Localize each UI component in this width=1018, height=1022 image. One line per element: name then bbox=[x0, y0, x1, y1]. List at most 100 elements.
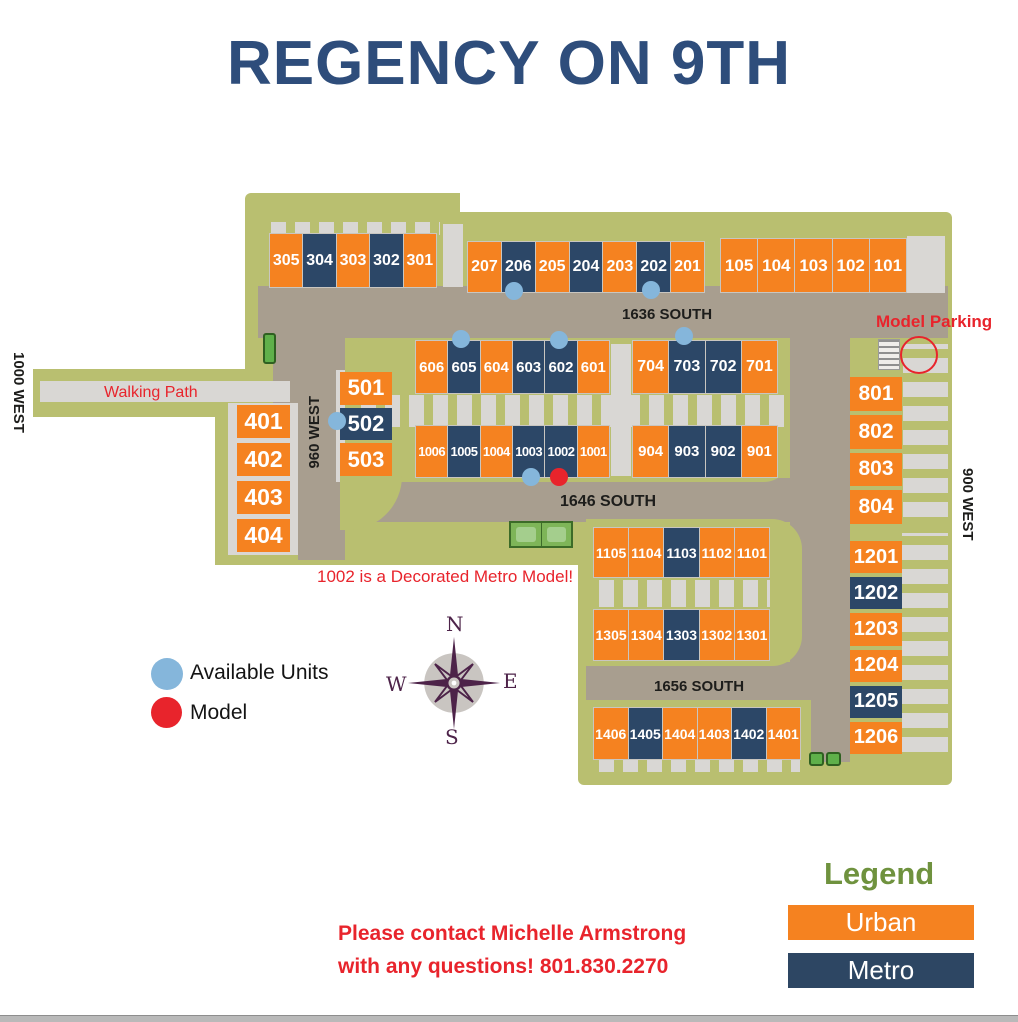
garage-stall-2 bbox=[542, 523, 572, 546]
car-icon-960-west bbox=[263, 333, 276, 364]
street-label-1656-south: 1656 SOUTH bbox=[654, 678, 745, 695]
unit-1001: 1001 bbox=[577, 426, 609, 477]
street-label-900-west: 900 WEST bbox=[959, 468, 976, 541]
unit-1104: 1104 bbox=[629, 528, 664, 577]
unit-503: 503 bbox=[340, 443, 392, 477]
available-units-key-label: Available Units bbox=[190, 661, 329, 684]
available-units-key-dot bbox=[151, 658, 183, 690]
compass-w-label: W bbox=[386, 672, 407, 696]
unit-105: 105 bbox=[721, 239, 758, 292]
unit-1004: 1004 bbox=[480, 426, 512, 477]
unit-1401: 1401 bbox=[766, 708, 800, 759]
unit-402: 402 bbox=[237, 443, 290, 476]
unit-802: 802 bbox=[850, 414, 902, 449]
unit-1403: 1403 bbox=[697, 708, 731, 759]
unit-901: 901 bbox=[741, 426, 777, 477]
unit-803: 803 bbox=[850, 452, 902, 487]
unit-103: 103 bbox=[795, 239, 832, 292]
compass-e-label: E bbox=[503, 669, 518, 693]
unit-603: 603 bbox=[512, 341, 545, 393]
unit-804: 804 bbox=[850, 490, 902, 524]
legend-metro-bar: Metro bbox=[788, 953, 974, 988]
margin-right-of-100 bbox=[907, 236, 945, 293]
unit-701: 701 bbox=[741, 341, 777, 393]
contact-line-1: Please contact Michelle Armstrong bbox=[338, 922, 687, 945]
parking-strip-300 bbox=[262, 222, 440, 235]
available-unit-dot-502 bbox=[328, 412, 346, 430]
unit-1102: 1102 bbox=[699, 528, 734, 577]
unit-401: 401 bbox=[237, 405, 290, 438]
model-parking-circle bbox=[900, 336, 938, 374]
available-unit-dot-602 bbox=[550, 331, 568, 349]
unit-1304: 1304 bbox=[629, 610, 664, 660]
car-icon-southeast-2 bbox=[826, 752, 841, 766]
unit-502: 502 bbox=[340, 407, 392, 441]
unit-1303: 1303 bbox=[664, 610, 699, 660]
legend-urban-bar: Urban bbox=[788, 905, 974, 940]
lane-between-300-200 bbox=[443, 224, 463, 287]
unit-203: 203 bbox=[603, 242, 637, 292]
parking-1100-1300 bbox=[590, 580, 770, 607]
unit-702: 702 bbox=[705, 341, 741, 393]
unit-704: 704 bbox=[633, 341, 669, 393]
unit-606: 606 bbox=[416, 341, 448, 393]
walking-path-label: Walking Path bbox=[104, 384, 198, 401]
unit-1404: 1404 bbox=[663, 708, 697, 759]
unit-301: 301 bbox=[403, 234, 437, 287]
compass-rose: N E S W bbox=[385, 612, 525, 752]
unit-101: 101 bbox=[869, 239, 907, 292]
unit-404: 404 bbox=[237, 519, 290, 552]
unit-1301: 1301 bbox=[734, 610, 770, 660]
street-label-1636-south: 1636 SOUTH bbox=[622, 306, 713, 323]
model-parking-label: Model Parking bbox=[876, 312, 993, 331]
unit-602: 602 bbox=[545, 341, 577, 393]
street-label-1646-south: 1646 SOUTH bbox=[560, 493, 657, 510]
garage-structure bbox=[509, 521, 573, 548]
unit-1402: 1402 bbox=[732, 708, 766, 759]
parking-right-of-1200 bbox=[902, 533, 948, 761]
model-key-dot bbox=[151, 697, 182, 728]
unit-1201: 1201 bbox=[850, 541, 902, 574]
parking-below-1400 bbox=[590, 760, 800, 772]
unit-1204: 1204 bbox=[850, 649, 902, 682]
unit-903: 903 bbox=[669, 426, 705, 477]
road-1646-south bbox=[345, 478, 850, 522]
street-label-1000-west: 1000 WEST bbox=[10, 352, 27, 433]
unit-604: 604 bbox=[480, 341, 512, 393]
model-parking-stall-hatch bbox=[878, 339, 900, 370]
unit-201: 201 bbox=[671, 242, 705, 292]
legend-urban-label: Urban bbox=[845, 907, 917, 937]
parking-right-of-800 bbox=[903, 344, 948, 526]
walking-path-surface bbox=[40, 381, 290, 402]
unit-1203: 1203 bbox=[850, 613, 902, 646]
unit-902: 902 bbox=[705, 426, 741, 477]
unit-1005: 1005 bbox=[448, 426, 480, 477]
unit-1405: 1405 bbox=[628, 708, 662, 759]
unit-1406: 1406 bbox=[594, 708, 628, 759]
lane-central-island bbox=[611, 344, 631, 476]
legend-metro-label: Metro bbox=[847, 955, 915, 985]
unit-1206: 1206 bbox=[850, 721, 902, 755]
unit-703: 703 bbox=[669, 341, 705, 393]
model-key-label: Model bbox=[190, 701, 248, 724]
compass-s-label: S bbox=[445, 725, 459, 749]
legend-title: Legend bbox=[824, 856, 935, 891]
unit-904: 904 bbox=[633, 426, 669, 477]
unit-1006: 1006 bbox=[416, 426, 448, 477]
model-note-label: 1002 is a Decorated Metro Model! bbox=[317, 567, 574, 586]
unit-1302: 1302 bbox=[699, 610, 734, 660]
available-unit-dot-605 bbox=[452, 330, 470, 348]
available-unit-dot-703 bbox=[675, 327, 693, 345]
unit-204: 204 bbox=[569, 242, 603, 292]
bottom-border-bar bbox=[0, 1015, 1018, 1022]
